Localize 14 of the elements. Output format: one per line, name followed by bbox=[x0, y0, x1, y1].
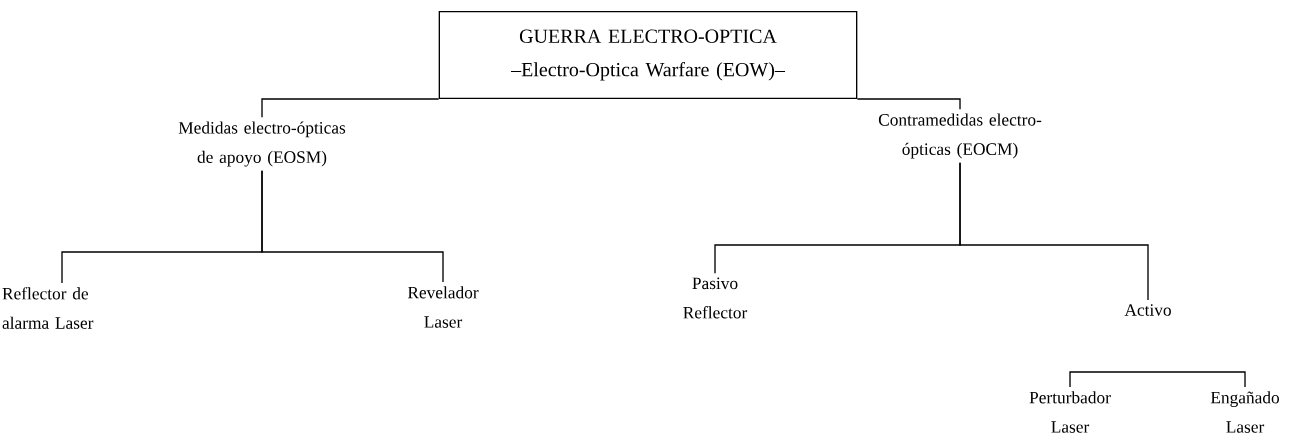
node-label: Reflector de alarma Laser bbox=[2, 287, 94, 329]
connector-line bbox=[261, 98, 440, 118]
bracket-line bbox=[1069, 371, 1246, 388]
node-label: Engañado Laser bbox=[1210, 391, 1279, 433]
node-label: Contramedidas electro-ópticas (EOCM) bbox=[878, 113, 1042, 159]
connector-line bbox=[856, 98, 961, 110]
connector-line bbox=[959, 162, 1149, 301]
title-box: GUERRA ELECTRO-OPTICA –Electro-Optica Warfare (EOW)– bbox=[438, 11, 858, 99]
node-label: Activo bbox=[1124, 304, 1171, 316]
node-label: Perturbador Laser bbox=[1029, 391, 1111, 433]
connector-line bbox=[261, 170, 444, 283]
node-label: Medidas electro-ópticas de apoyo (EOSM) bbox=[178, 121, 346, 167]
node-label: Pasivo Reflector bbox=[683, 277, 748, 319]
node-label: Revelador Laser bbox=[407, 286, 479, 328]
